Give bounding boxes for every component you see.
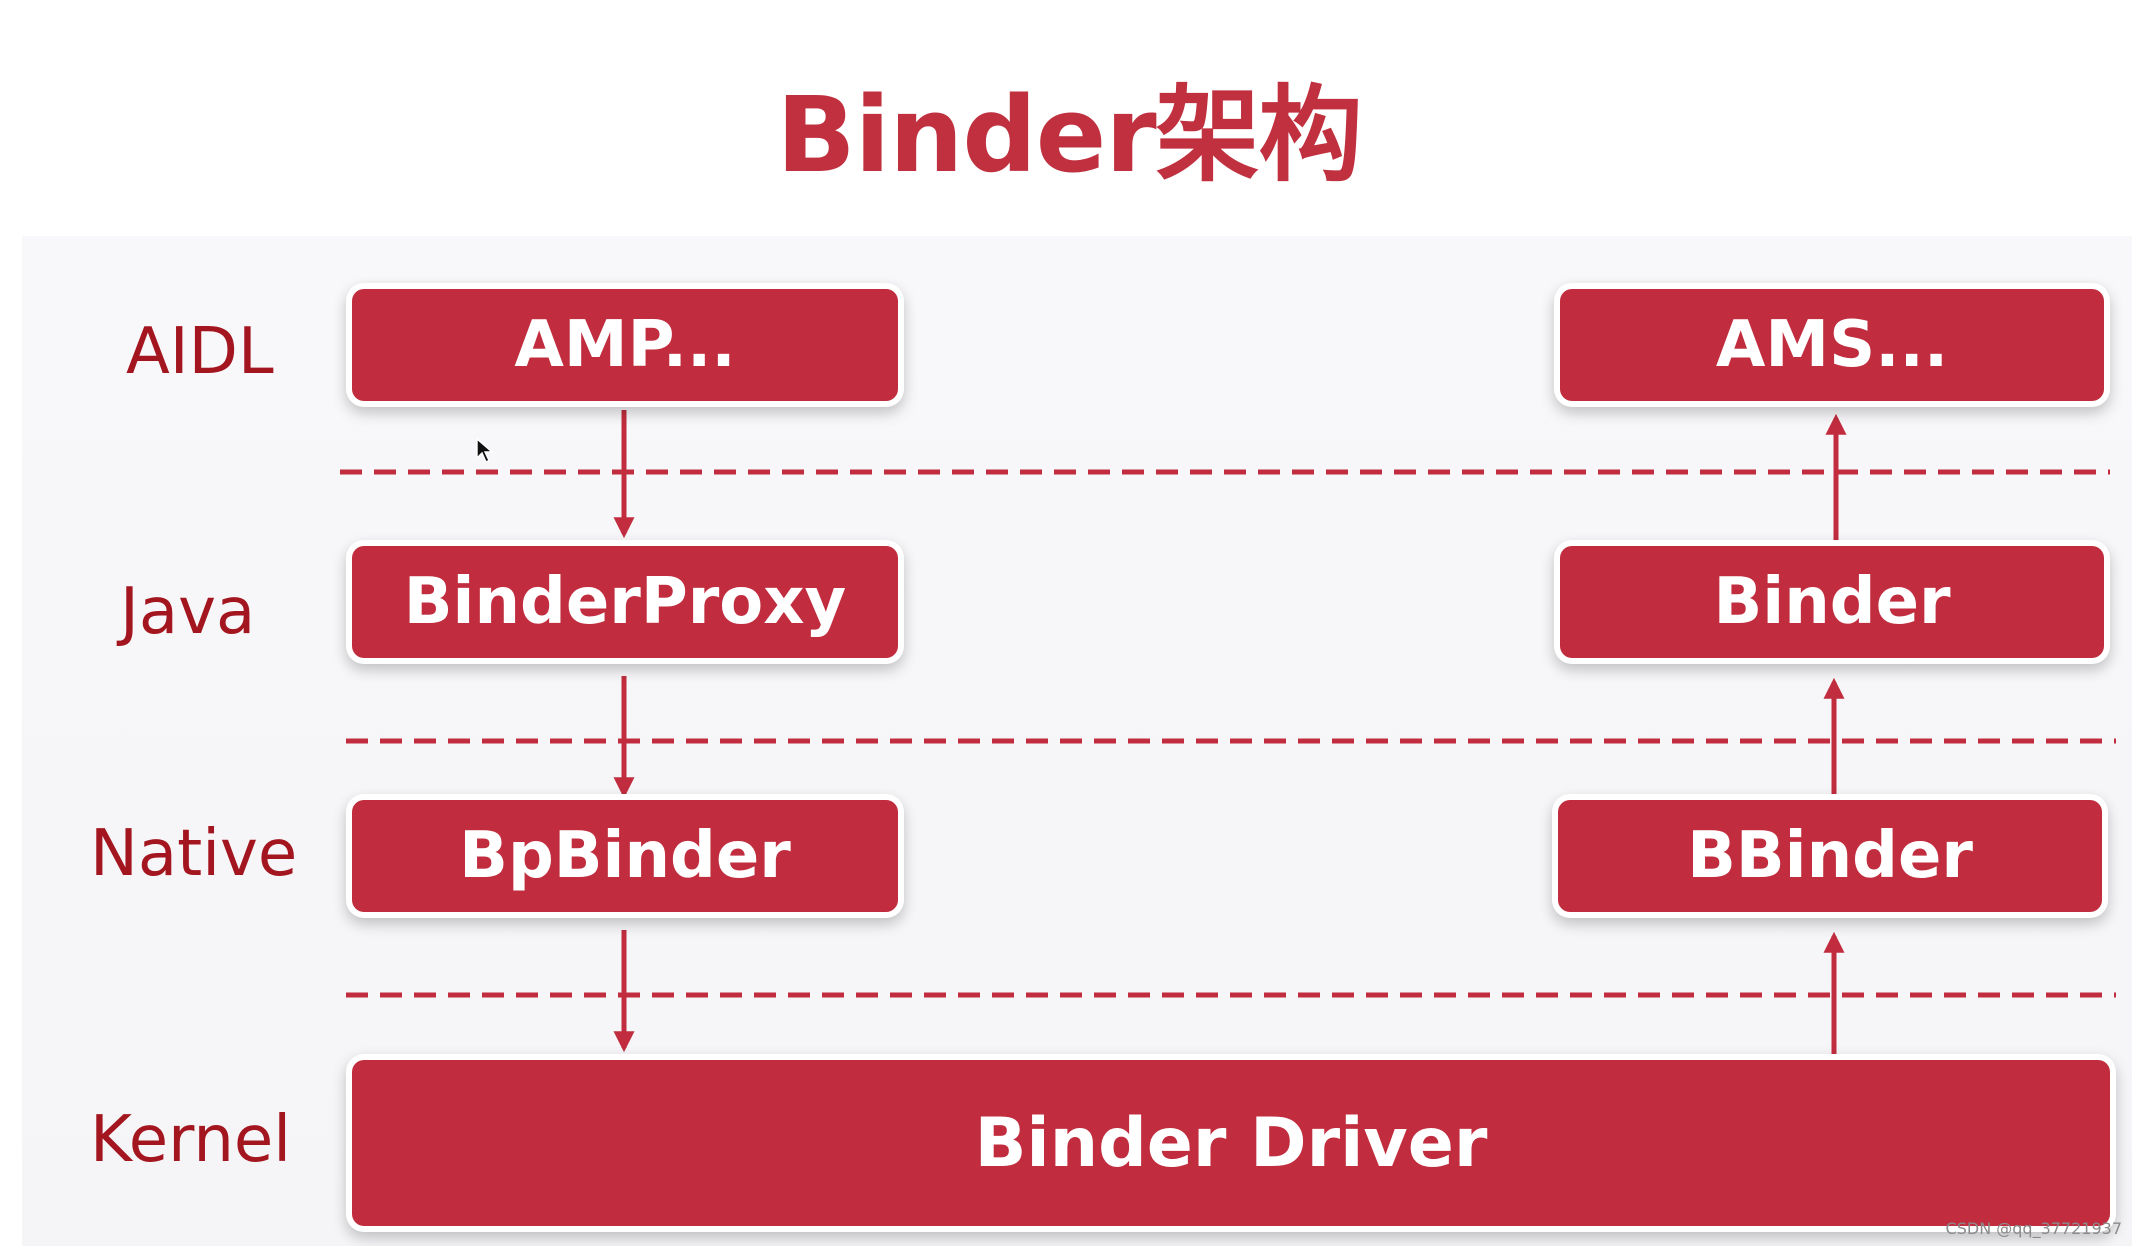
box-ams: AMS... <box>1560 289 2104 401</box>
watermark: CSDN @qq_37721937 <box>1945 1219 2122 1238</box>
layer-label-java: Java <box>120 575 256 649</box>
box-binder-driver: Binder Driver <box>352 1060 2110 1226</box>
box-bbinder: BBinder <box>1558 800 2102 912</box>
box-binder: Binder <box>1560 546 2104 658</box>
layer-label-native: Native <box>90 817 298 891</box>
box-bpbinder: BpBinder <box>352 800 898 912</box>
box-binderproxy: BinderProxy <box>352 546 898 658</box>
layer-label-kernel: Kernel <box>90 1103 292 1177</box>
mouse-pointer-icon <box>476 438 494 463</box>
page-title: Binder架构 <box>776 74 1362 196</box>
layer-label-aidl: AIDL <box>126 315 274 389</box>
box-amp: AMP... <box>352 289 898 401</box>
